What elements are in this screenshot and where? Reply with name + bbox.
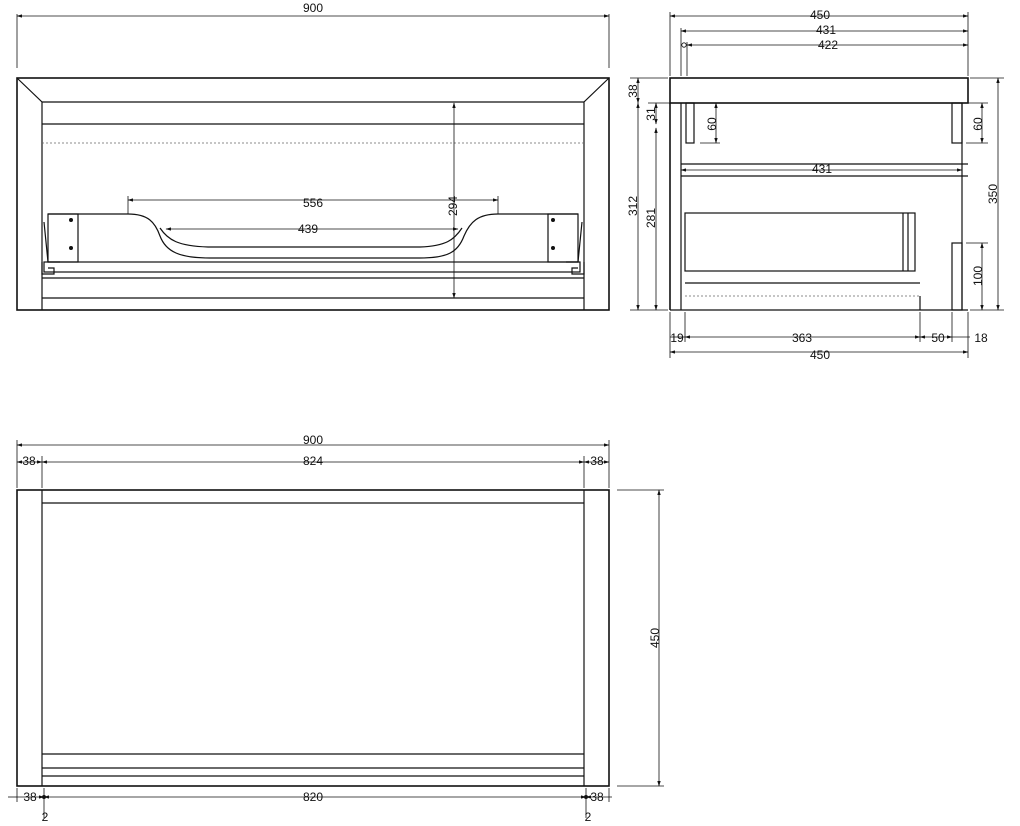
side-422-label: 422 [818, 38, 838, 52]
side-mid-431-label: 431 [812, 162, 832, 176]
plan-cabinet-outline [16, 489, 610, 787]
side-38-label: 38 [626, 84, 640, 98]
side-281-dimension: 281 [644, 127, 658, 311]
side-18-label: 18 [974, 331, 988, 345]
plan-right-2-label: 2 [585, 810, 592, 824]
side-363-label: 363 [792, 331, 812, 345]
side-31-dimension: 31 [644, 102, 670, 125]
front-height-dimension: 294 [446, 102, 460, 299]
plan-top-segment-dimensions: 38 824 38 [16, 454, 610, 488]
side-cabinet-outline [669, 77, 969, 311]
plan-width-dimension: 900 [16, 433, 610, 488]
basin-outer-dimension: 556 [127, 196, 499, 214]
basin-inner-label: 439 [298, 222, 318, 236]
side-431-top-label: 431 [816, 23, 836, 37]
side-right-60-dimension: 60 [966, 102, 988, 144]
plan-right-38-bottom-label: 38 [590, 790, 604, 804]
side-281-label: 281 [644, 208, 658, 228]
side-431-top-dimension: 431 [680, 23, 969, 76]
plan-left-38-bottom-label: 38 [23, 790, 37, 804]
side-100-label: 100 [971, 266, 985, 286]
side-depth-bottom-label: 450 [810, 348, 830, 362]
side-422-dimension: 422 [681, 38, 969, 76]
plan-824-label: 824 [303, 454, 323, 468]
front-cabinet-outline [16, 77, 610, 311]
plan-820-label: 820 [303, 790, 323, 804]
plan-width-label: 900 [303, 433, 323, 447]
front-width-label: 900 [303, 1, 323, 15]
basin-outer-label: 556 [303, 196, 323, 210]
side-350-label: 350 [986, 184, 1000, 204]
plan-depth-label: 450 [648, 628, 662, 648]
front-width-dimension: 900 [16, 1, 610, 68]
side-50-label: 50 [931, 331, 945, 345]
side-312-label: 312 [626, 196, 640, 216]
plan-left-38-top-label: 38 [22, 454, 36, 468]
front-height-label: 294 [446, 196, 460, 216]
side-mid-431-dimension: 431 [680, 162, 963, 176]
front-view: 900 [16, 1, 610, 311]
basin-inner-dimension: 439 [165, 222, 459, 236]
plan-view: 900 38 824 38 450 [8, 433, 664, 824]
side-31-label: 31 [644, 107, 658, 121]
side-19-label: 19 [670, 331, 684, 345]
side-312-dimension: 312 [626, 102, 668, 311]
plan-bottom-segment-dimensions: 38 820 38 2 2 [8, 788, 612, 824]
side-depth-top-label: 450 [810, 8, 830, 22]
side-top-thickness-dimension: 38 [626, 77, 668, 104]
side-100-dimension: 100 [966, 242, 988, 311]
side-left-60-label: 60 [705, 117, 719, 131]
plan-right-38-top-label: 38 [590, 454, 604, 468]
side-left-60-dimension: 60 [700, 102, 720, 144]
side-bottom-dimensions: 19 363 50 18 450 [669, 312, 988, 362]
side-right-60-label: 60 [971, 117, 985, 131]
side-350-dimension: 350 [970, 77, 1004, 311]
plan-left-2-label: 2 [42, 810, 49, 824]
side-view: 450 431 422 [626, 8, 1004, 362]
plan-depth-dimension: 450 [617, 489, 664, 787]
